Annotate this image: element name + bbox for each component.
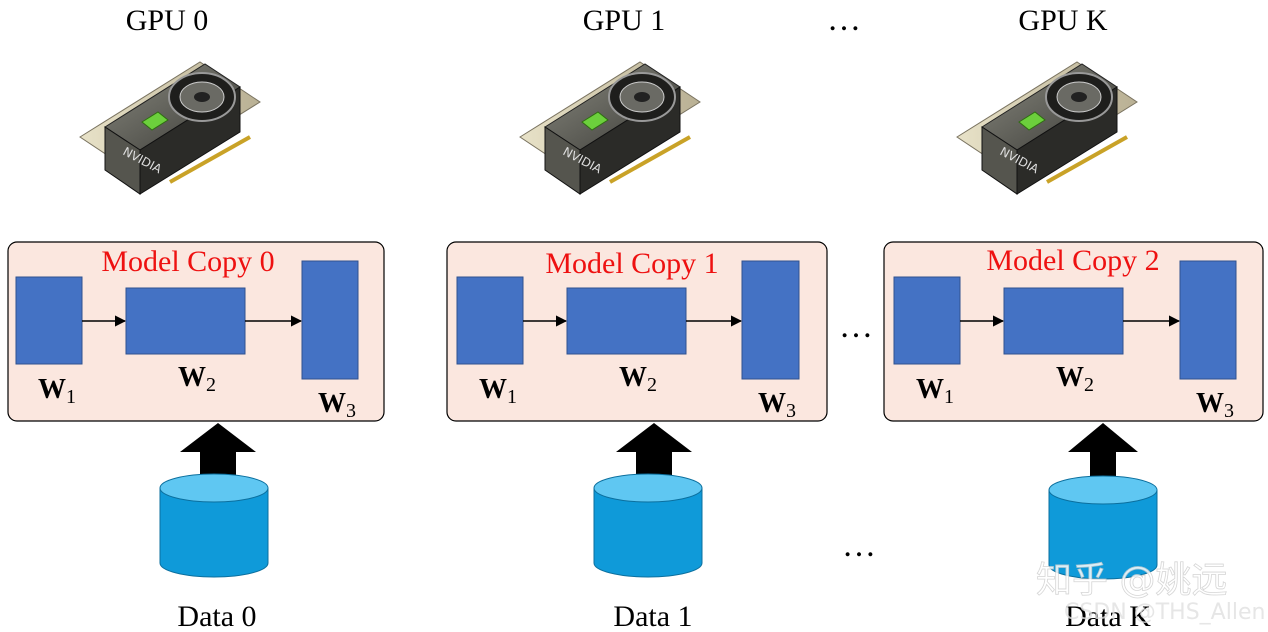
weight-label-w1: W1 bbox=[38, 374, 76, 408]
gpu-label: GPU 0 bbox=[126, 4, 209, 37]
gpu-label: GPU K bbox=[1018, 4, 1108, 37]
database-cylinder-icon bbox=[593, 473, 703, 578]
layer-w1-block bbox=[893, 276, 961, 365]
data-input-arrow bbox=[180, 423, 256, 476]
model-copy-title: Model Copy 2 bbox=[986, 244, 1159, 277]
layer-w3-block bbox=[1179, 260, 1237, 380]
watermark-csdn: CSDN @THS_Allen bbox=[1064, 600, 1265, 625]
ellipsis-middle: … bbox=[839, 308, 873, 345]
ellipsis-top: … bbox=[827, 1, 861, 38]
data-label: Data 1 bbox=[613, 600, 692, 632]
layer-w2-block bbox=[566, 287, 687, 355]
layer-w2-block bbox=[1003, 287, 1124, 355]
weight-label-w1: W1 bbox=[916, 374, 954, 408]
layer-w1-block bbox=[15, 276, 83, 365]
layer-w3-block bbox=[741, 260, 800, 380]
data-input-arrow bbox=[616, 423, 692, 476]
weight-label-w2: W2 bbox=[1056, 362, 1094, 396]
ellipsis-bottom: … bbox=[842, 527, 876, 564]
gpu-card-icon: NVIDIA bbox=[956, 61, 1138, 195]
database-cylinder-icon bbox=[159, 473, 269, 578]
gpu-column-1: GPU 1 NVIDIA Model Copy 1 W1 W2 W3 bbox=[446, 4, 828, 632]
model-copy-title: Model Copy 1 bbox=[545, 247, 718, 280]
weight-label-w3: W3 bbox=[318, 388, 356, 422]
data-label: Data 0 bbox=[177, 600, 256, 632]
weight-label-w2: W2 bbox=[178, 362, 216, 396]
weight-label-w3: W3 bbox=[758, 388, 796, 422]
gpu-column-k: GPU K NVIDIA Model Copy 2 W1 W2 W3 bbox=[883, 4, 1264, 632]
gpu-card-icon: NVIDIA bbox=[519, 61, 701, 195]
database-cylinder-icon bbox=[1048, 475, 1158, 580]
weight-label-w1: W1 bbox=[479, 374, 517, 408]
data-label: Data K bbox=[1065, 600, 1151, 632]
layer-w1-block bbox=[456, 276, 524, 365]
data-input-arrow bbox=[1068, 423, 1138, 476]
watermark-zhihu: 知乎 @姚远 bbox=[1036, 560, 1227, 601]
weight-label-w3: W3 bbox=[1196, 388, 1234, 422]
gpu-column-0: GPU 0 NVIDIA Model Copy 0 W1 W2 W3 bbox=[7, 4, 385, 632]
layer-w2-block bbox=[125, 287, 246, 355]
gpu-label: GPU 1 bbox=[583, 4, 666, 37]
weight-label-w2: W2 bbox=[619, 362, 657, 396]
model-copy-title: Model Copy 0 bbox=[101, 245, 274, 278]
gpu-card-icon: NVIDIA bbox=[79, 61, 261, 195]
layer-w3-block bbox=[301, 260, 359, 380]
